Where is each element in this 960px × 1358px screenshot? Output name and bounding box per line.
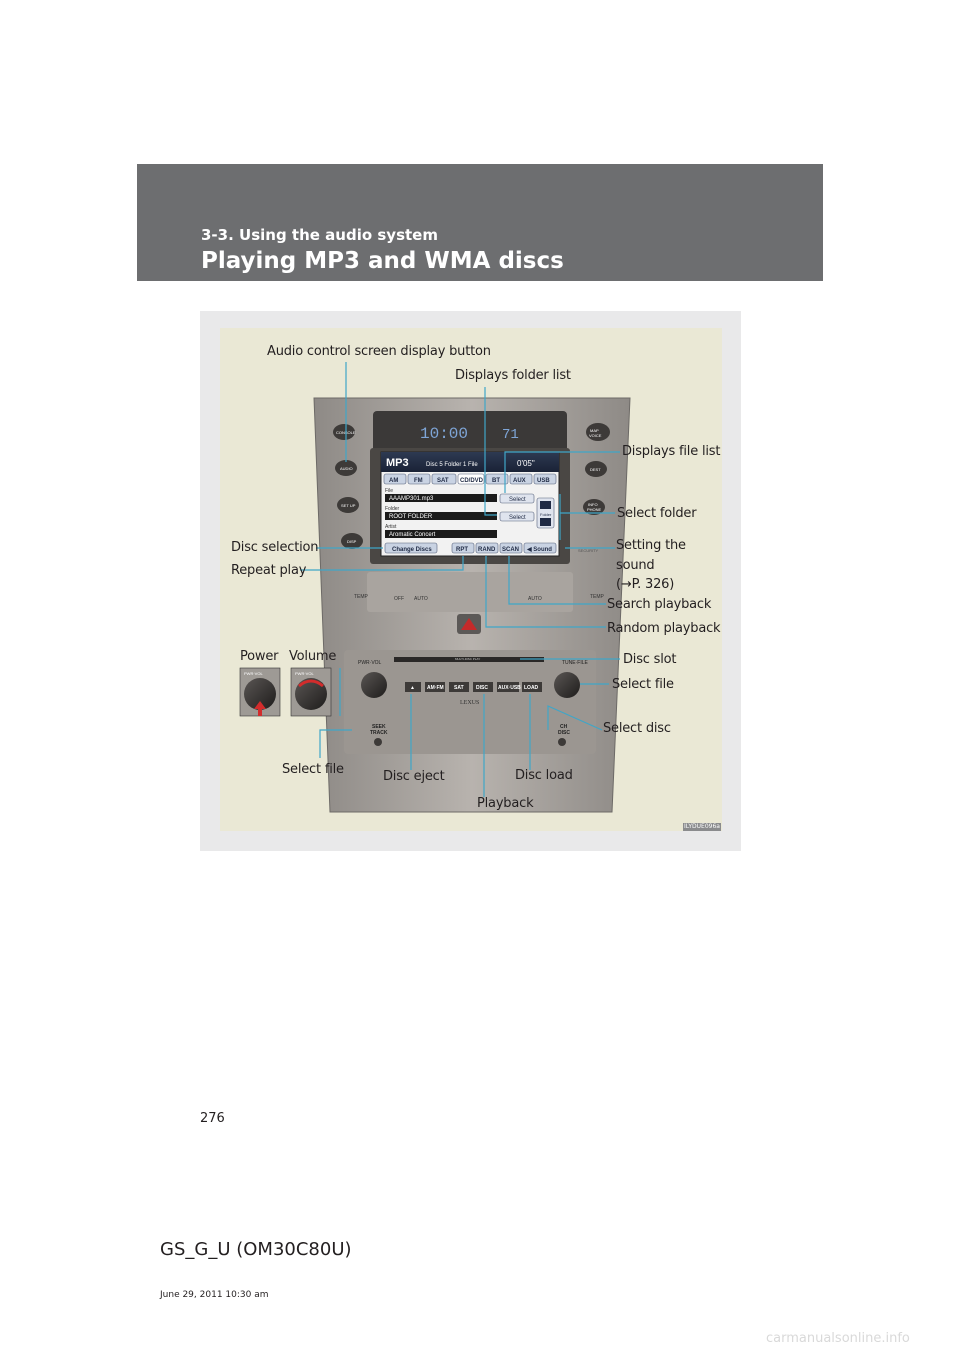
svg-text:RPT: RPT (456, 547, 468, 553)
svg-text:CD/DVD: CD/DVD (460, 478, 484, 484)
label-power: Power (240, 649, 279, 664)
svg-text:PWR·VOL: PWR·VOL (295, 671, 314, 676)
svg-text:Aromatic Concert: Aromatic Concert (389, 532, 436, 538)
label-repeat-play: Repeat play (231, 563, 307, 578)
svg-text:AM·FM: AM·FM (427, 685, 444, 691)
svg-text:10:00: 10:00 (420, 425, 468, 443)
label-folder-list: Displays folder list (455, 368, 571, 383)
svg-text:SAT: SAT (437, 478, 449, 484)
svg-text:Disc 5 Folder 1 File: Disc 5 Folder 1 File (426, 462, 478, 468)
svg-text:71: 71 (502, 427, 519, 443)
disc-slot[interactable] (394, 657, 544, 662)
svg-text:AUX: AUX (513, 478, 526, 484)
svg-text:Change Discs: Change Discs (392, 547, 432, 553)
svg-text:SECURITY: SECURITY (578, 548, 599, 553)
label-search-playback: Search playback (607, 597, 712, 612)
page-number: 276 (200, 1111, 225, 1126)
svg-text:TUNE·FILE: TUNE·FILE (562, 660, 589, 666)
label-volume: Volume (289, 649, 337, 664)
label-setting-sound-3: (→P. 326) (616, 577, 675, 592)
svg-text:VOICE: VOICE (589, 433, 602, 438)
svg-text:RAND: RAND (478, 547, 496, 553)
svg-text:Select: Select (509, 515, 526, 521)
label-disc-slot: Disc slot (623, 652, 677, 667)
svg-text:Select: Select (509, 497, 526, 503)
section-header: 3-3. Using the audio system Playing MP3 … (137, 164, 823, 281)
clock-display (373, 411, 567, 455)
svg-text:File: File (385, 488, 393, 494)
svg-text:PHONE: PHONE (587, 507, 602, 512)
section-title: 3-3. Using the audio system (201, 226, 438, 244)
svg-text:INFO: INFO (588, 502, 598, 507)
svg-text:OFF: OFF (394, 596, 404, 602)
watermark: carmanualsonline.info (766, 1331, 910, 1346)
svg-text:AAAMP301.mp3: AAAMP301.mp3 (389, 496, 434, 502)
label-setting-sound-1: Setting the (616, 538, 686, 553)
svg-text:AM: AM (389, 478, 398, 484)
svg-text:DEST: DEST (590, 467, 601, 472)
svg-text:Folder: Folder (385, 506, 400, 512)
svg-text:TRACK: TRACK (370, 730, 388, 736)
document-id: GS_G_U (OM30C80U) (160, 1239, 352, 1260)
svg-text:AUTO: AUTO (528, 596, 542, 602)
label-playback: Playback (477, 796, 534, 811)
label-select-folder: Select folder (617, 506, 697, 521)
svg-text:AUTO: AUTO (414, 596, 428, 602)
svg-text:AUDIO: AUDIO (340, 466, 353, 471)
label-disc-selection: Disc selection (231, 540, 319, 555)
svg-text:Folder: Folder (540, 512, 552, 517)
label-disc-load: Disc load (515, 768, 573, 783)
svg-text:▲: ▲ (410, 685, 415, 691)
label-select-file-left: Select file (282, 762, 344, 777)
svg-text:DISP: DISP (347, 539, 357, 544)
label-select-disc: Select disc (603, 721, 671, 736)
svg-text:Artist: Artist (385, 524, 397, 530)
svg-text:0'05": 0'05" (517, 459, 535, 468)
label-select-file-right: Select file (612, 677, 674, 692)
svg-text:◀ Sound: ◀ Sound (526, 546, 552, 553)
label-audio-control: Audio control screen display button (267, 344, 491, 359)
svg-text:AUX·USB: AUX·USB (498, 685, 521, 691)
svg-text:BT: BT (492, 478, 500, 484)
svg-text:FM: FM (414, 478, 423, 484)
label-random-playback: Random playback (607, 621, 721, 636)
label-file-list: Displays file list (622, 444, 721, 459)
svg-text:ROOT FOLDER: ROOT FOLDER (389, 514, 433, 520)
svg-text:TEMP: TEMP (354, 594, 369, 600)
svg-text:PWR·VOL: PWR·VOL (358, 660, 382, 666)
svg-text:LEXUS: LEXUS (460, 700, 479, 706)
label-disc-eject: Disc eject (383, 769, 445, 784)
svg-text:LOAD: LOAD (524, 685, 539, 691)
svg-text:PWR·VOL: PWR·VOL (244, 671, 263, 676)
page-title: Playing MP3 and WMA discs (201, 248, 564, 274)
image-id-tag: ILYDUE096a (683, 823, 721, 831)
svg-text:SAT: SAT (454, 685, 464, 691)
svg-text:MAP: MAP (590, 428, 599, 433)
svg-text:CH: CH (560, 724, 568, 730)
svg-text:USB: USB (537, 478, 550, 484)
label-setting-sound-2: sound (616, 558, 655, 573)
svg-text:MP3: MP3 (386, 457, 409, 469)
tune-file-knob[interactable] (554, 672, 580, 698)
svg-text:SET UP: SET UP (341, 503, 356, 508)
svg-text:TEMP: TEMP (590, 594, 605, 600)
power-volume-knob[interactable] (361, 672, 387, 698)
svg-text:SEEK: SEEK (372, 724, 386, 730)
svg-text:MULTI-DISC PLAY: MULTI-DISC PLAY (455, 657, 480, 661)
svg-text:SCAN: SCAN (502, 547, 519, 553)
svg-text:DISC: DISC (558, 730, 570, 736)
svg-text:DISC: DISC (476, 685, 488, 691)
document-date: June 29, 2011 10:30 am (160, 1290, 269, 1300)
